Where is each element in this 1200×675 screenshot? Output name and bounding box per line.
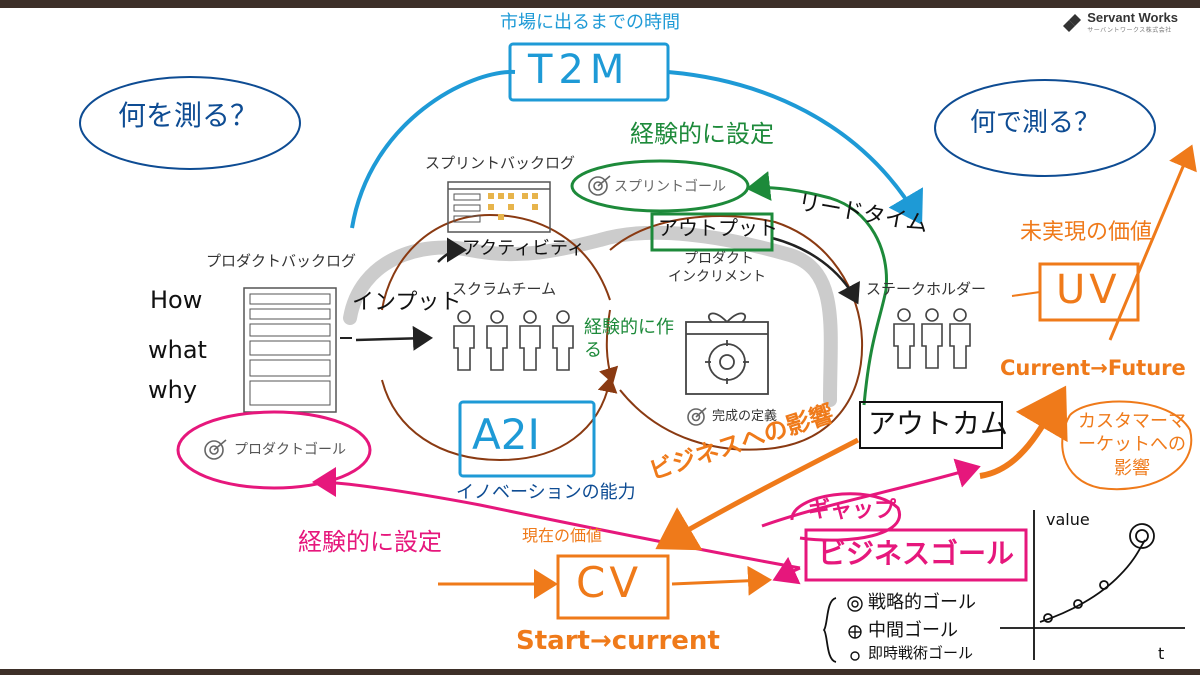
grey-flow-arrow <box>343 225 838 407</box>
experiential-setting-green-label: 経験的に設定 <box>630 120 774 148</box>
t2m-arc-arrow <box>350 69 918 228</box>
customer-market-impact-label: カスタマーマーケットへの影響 <box>1078 411 1186 479</box>
product-goal-label: プロダクトゴール <box>234 442 346 458</box>
definition-of-done-target-icon <box>687 407 707 426</box>
make-experientially-label: 経験的に作る <box>584 317 674 362</box>
with-measure-ellipse <box>934 79 1156 177</box>
top-bar <box>0 0 1200 8</box>
what-measure-label: 何を測る？ <box>118 99 259 132</box>
outcome-label: アウトカム <box>868 407 1009 440</box>
brand-logo: Servant Works サーバントワークス株式会社 <box>1063 10 1178 34</box>
business-goal-box <box>804 528 1028 582</box>
innovation-ability-label: イノベーションの能力 <box>456 482 636 503</box>
value-axis-label: value <box>1046 510 1090 529</box>
gap-ellipse <box>790 492 902 542</box>
t2m-label: T2M <box>528 47 631 93</box>
output-label: アウトプット <box>658 216 778 240</box>
uv-growth-arrow <box>1108 144 1197 341</box>
business-impact-arrow <box>655 437 860 551</box>
business-goal-label: ビジネスゴール <box>818 537 1015 570</box>
activity-label: アクティビティ <box>462 238 585 259</box>
sprint-backlog-label: スプリントバックログ <box>425 154 576 172</box>
intermediate-goal-label: 中間ゴール <box>868 620 958 641</box>
cv-label: CV <box>576 558 643 607</box>
cv-to-gap-arrow <box>671 565 772 596</box>
product-increment-label-line2: インクリメント <box>668 269 766 285</box>
product-increment-gift-icon <box>685 312 769 395</box>
product-goal-target-icon <box>204 439 227 460</box>
a2i-box <box>458 400 596 478</box>
uv-label: UV <box>1056 267 1121 313</box>
business-goal-to-product-goal-arrow <box>312 467 801 570</box>
t2m-box <box>508 42 670 102</box>
unrealized-value-label: 未実現の価値 <box>1020 220 1153 245</box>
value-time-graph <box>1000 510 1185 660</box>
scrum-team-label: スクラムチーム <box>452 280 557 298</box>
definition-of-done-label: 完成の定義 <box>712 409 778 424</box>
t-axis-label: t <box>1158 644 1165 663</box>
business-goal-pink-arrow <box>772 556 801 585</box>
gap-label: ギャップ <box>808 498 897 523</box>
brand-tagline: サーバントワークス株式会社 <box>1087 28 1172 34</box>
brand-name: Servant Works <box>1087 10 1178 25</box>
customer-market-ellipse <box>1061 400 1193 491</box>
experiential-setting-pink-label: 経験的に設定 <box>298 528 442 556</box>
product-increment-label-line1: プロダクト <box>684 251 754 267</box>
future-arrow <box>979 385 1068 479</box>
output-arrow <box>771 236 860 305</box>
sprint-cycle-right <box>607 215 864 451</box>
current-value-label: 現在の価値 <box>522 526 603 545</box>
immediate-tactical-goal-label: 即時戦術ゴール <box>868 644 974 662</box>
product-backlog-label: プロダクトバックログ <box>206 252 357 270</box>
sprint-backlog-board-icon <box>447 181 551 233</box>
uv-connector <box>1011 291 1041 297</box>
scrum-team-people-icon <box>453 310 574 371</box>
input-label: インプット <box>352 290 462 315</box>
output-box <box>650 212 774 252</box>
why-label: why <box>148 376 198 404</box>
stakeholder-people-icon <box>893 308 971 369</box>
a2i-label: A2I <box>472 410 540 459</box>
start-current-label: Start→current <box>516 626 720 656</box>
how-label: How <box>150 286 203 314</box>
gap-arrow <box>761 458 981 528</box>
goal-list-icons <box>847 596 863 661</box>
strategic-goal-label: 戦略的ゴール <box>868 592 976 613</box>
goals-brace <box>822 597 837 663</box>
outcome-box <box>859 401 1003 449</box>
with-measure-label: 何で測る？ <box>970 108 1101 138</box>
product-goal-ellipse <box>176 410 372 490</box>
what-label: what <box>148 336 207 364</box>
bottom-bar <box>0 669 1200 675</box>
outcome-loop-arrow <box>746 171 889 406</box>
servant-works-logo-icon <box>1063 14 1082 32</box>
activity-arrow <box>437 237 467 263</box>
sprint-goal-label: スプリントゴール <box>614 179 726 195</box>
sprint-goal-target-icon <box>588 175 611 196</box>
input-arrow <box>355 325 433 351</box>
product-backlog-list-icon <box>243 287 337 413</box>
t2m-caption: 市場に出るまでの時間 <box>500 12 680 33</box>
cv-box <box>556 554 670 620</box>
what-measure-ellipse <box>79 76 301 170</box>
current-future-label: Current→Future <box>1000 356 1186 380</box>
stakeholders-label: ステークホルダー <box>866 280 987 298</box>
